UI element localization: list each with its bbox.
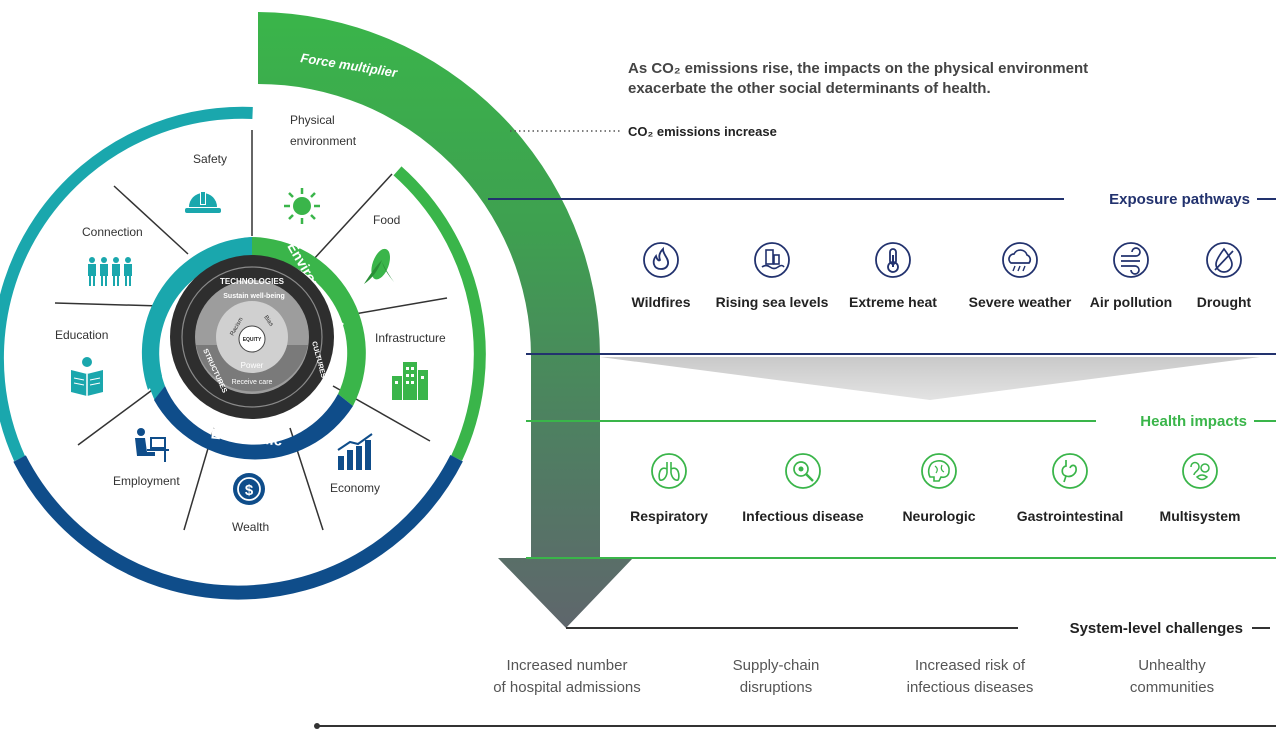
brain-icon	[921, 453, 957, 489]
stomach-icon	[1052, 453, 1088, 489]
health-label: Neurologic	[902, 508, 975, 524]
segment-label-safety: Safety	[193, 152, 227, 166]
exposure-label: Air pollution	[1090, 294, 1172, 310]
outer-arc-navy	[13, 455, 463, 600]
core-ring-line	[181, 266, 323, 408]
system-challenge-line: Supply-chain	[733, 657, 820, 674]
ring-economic	[154, 386, 353, 460]
buildings-icon	[392, 362, 428, 400]
rising-sea-icon	[754, 242, 790, 278]
funnel-shape	[600, 357, 1260, 400]
segment-label-food: Food	[373, 213, 400, 227]
system-challenge-line: infectious diseases	[907, 679, 1034, 696]
health-label: Multisystem	[1160, 508, 1241, 524]
exposure-label: Wildfires	[632, 294, 691, 310]
lungs-icon	[651, 453, 687, 489]
health-row: Respiratory Infectious disease Neurologic G…	[630, 453, 1241, 524]
segment-label-physical-1: Physical	[290, 113, 335, 127]
core-bias: Bias	[262, 315, 274, 328]
storm-cloud-icon	[1002, 242, 1038, 278]
segment-label-connection: Connection	[82, 225, 143, 239]
virus-magnifier-icon	[785, 453, 821, 489]
segment-label-physical-2: environment	[290, 134, 357, 148]
ring-social-ext	[144, 237, 252, 400]
segment-label-employment: Employment	[113, 474, 180, 488]
system-row: Increased number of hospital admissions Su…	[493, 657, 1214, 696]
outer-arc-green	[393, 166, 486, 461]
health-label: Gastrointestinal	[1017, 508, 1124, 524]
thermometer-icon	[875, 242, 911, 278]
corn-icon	[364, 248, 394, 284]
organs-icon	[1182, 453, 1218, 489]
wind-icon	[1113, 242, 1149, 278]
core-receive: Receive care	[232, 379, 273, 386]
exposure-heading: Exposure pathways	[1109, 191, 1250, 208]
exposure-label: Drought	[1197, 294, 1252, 310]
system-challenge-line: communities	[1130, 679, 1214, 696]
core-sustain: Sustain well-being	[223, 293, 284, 300]
segment-label-education: Education	[55, 328, 108, 342]
desk-worker-icon	[135, 428, 169, 462]
book-reader-icon	[71, 357, 103, 396]
segment-label-wealth: Wealth	[232, 520, 269, 534]
hard-hat-icon	[185, 191, 221, 213]
svg-text:$: $	[245, 482, 254, 499]
system-challenge-line: Unhealthy	[1138, 657, 1206, 674]
system-challenge-line: disruptions	[740, 679, 813, 696]
health-heading: Health impacts	[1140, 413, 1247, 430]
exposure-row: Wildfires Rising sea levels Extreme heat Se…	[632, 242, 1252, 310]
co2-label: CO₂ emissions increase	[628, 124, 777, 139]
system-challenge-line: Increased number	[507, 657, 628, 674]
segment-label-economy: Economy	[330, 481, 380, 495]
intro-line-1: As CO₂ emissions rise, the impacts on th…	[628, 60, 1088, 77]
health-label: Respiratory	[630, 508, 708, 524]
health-label: Infectious disease	[742, 508, 864, 524]
exposure-label: Rising sea levels	[716, 294, 829, 310]
drought-icon	[1206, 242, 1242, 278]
bar-chart-icon	[337, 433, 373, 470]
core-technologies: TECHNOLOGIES	[220, 277, 285, 286]
ring-environmental	[252, 237, 366, 406]
dollar-coin-icon: $	[233, 473, 265, 505]
outer-arc-teal	[0, 106, 253, 462]
wildfire-icon	[643, 242, 679, 278]
core-power: Power	[241, 361, 264, 370]
system-challenge-line: Increased risk of	[915, 657, 1026, 674]
sun-icon	[284, 188, 320, 224]
system-heading: System-level challenges	[1070, 620, 1243, 637]
segment-label-infrastructure: Infrastructure	[375, 331, 446, 345]
people-group-icon	[88, 257, 132, 286]
core-equity-label: EQUITY	[243, 337, 262, 343]
exposure-label: Extreme heat	[849, 294, 937, 310]
force-multiplier-arrow	[258, 12, 633, 628]
core-equity	[238, 325, 266, 353]
system-challenge-line: of hospital admissions	[493, 679, 641, 696]
intro-line-2: exacerbate the other social determinants…	[628, 80, 991, 97]
exposure-label: Severe weather	[969, 294, 1072, 310]
